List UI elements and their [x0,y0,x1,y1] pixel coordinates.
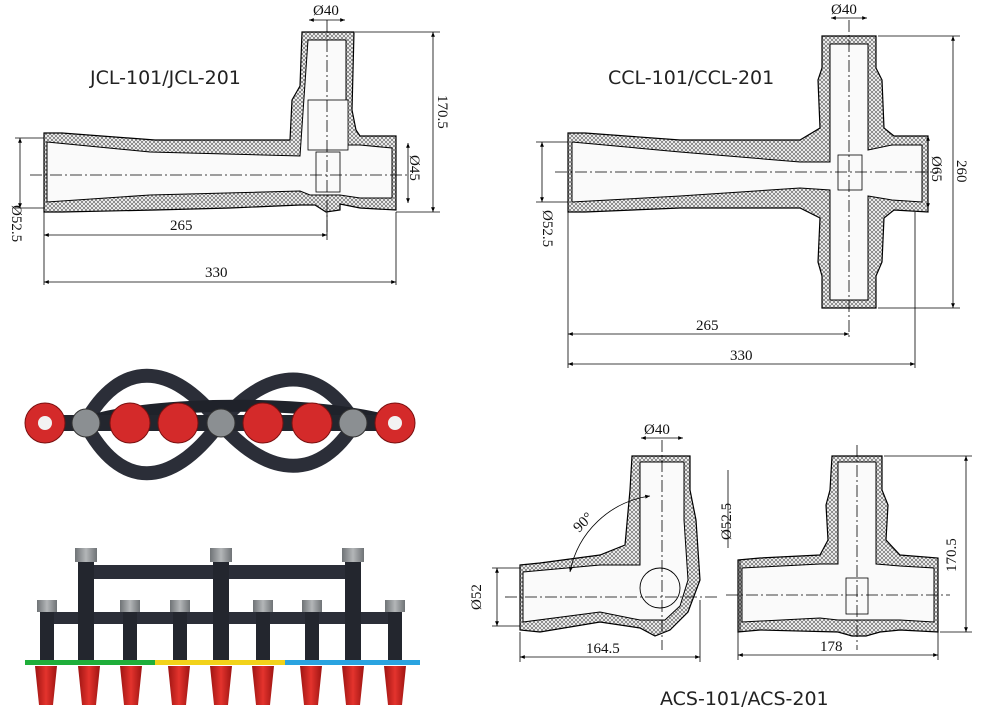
ccl-dim-total-len: 330 [730,348,753,364]
flange-8 [338,408,368,438]
flange-6 [242,402,284,444]
phase-strip-blue [285,660,420,665]
jcl-dim-height: 170.5 [434,95,450,129]
acs-dim-length-a: 164.5 [586,641,620,657]
acs-drawing-straight: Ø52.5 170.5 178 [719,445,972,660]
ccl-dim-right-dia: Ø65 [928,156,944,182]
cable-assembly-top-view [24,368,416,481]
acs-b-bore [741,461,935,623]
phase-strip-green [25,660,155,665]
ccl-dim-inner-len: 265 [696,318,719,334]
flange-3 [109,402,151,444]
acs-dim-height-b: 170.5 [944,538,960,572]
acs-dim-top-dia-b: Ø52.5 [719,503,735,540]
ccl-dim-height: 260 [953,160,969,183]
acs-dim-left-dia: Ø52 [469,584,485,610]
ccl-dim-left-dia: Ø52.5 [539,210,555,247]
flange-4 [157,402,199,444]
acs-dim-top-dia: Ø40 [644,422,670,438]
flange-5 [206,408,236,438]
jcl-dim-total-len: 330 [205,265,228,281]
flange-1 [24,402,66,444]
jcl-dim-inner-len: 265 [170,218,193,234]
acs-dim-angle: 90° [571,510,597,536]
phase-strip-yellow [155,660,285,665]
acs-drawing-angled: 90° Ø40 Ø52 164.5 [469,422,720,662]
jcl-dim-top-dia: Ø40 [313,3,339,19]
ccl-drawing: CCL-101/CCL-201 Ø40 260 Ø65 Ø52.5 265 33… [536,2,969,368]
flange-7 [291,402,333,444]
acs-title: ACS-101/ACS-201 [660,688,829,710]
jcl-dim-right-dia: Ø45 [406,155,422,181]
flange-2 [71,408,101,438]
jcl-dim-left-dia: Ø52.5 [8,205,24,242]
cable-assembly-front-view [25,548,420,705]
jcl-drawing: JCL-101/JCL-201 Ø40 170.5 Ø45 Ø52.5 265 … [8,3,450,285]
ccl-dim-top-dia: Ø40 [831,2,857,18]
acs-dim-length-b: 178 [820,639,843,655]
jcl-bore [46,39,393,203]
flange-9 [374,402,416,444]
ccl-title: CCL-101/CCL-201 [608,67,774,89]
jcl-title: JCL-101/JCL-201 [89,67,241,89]
